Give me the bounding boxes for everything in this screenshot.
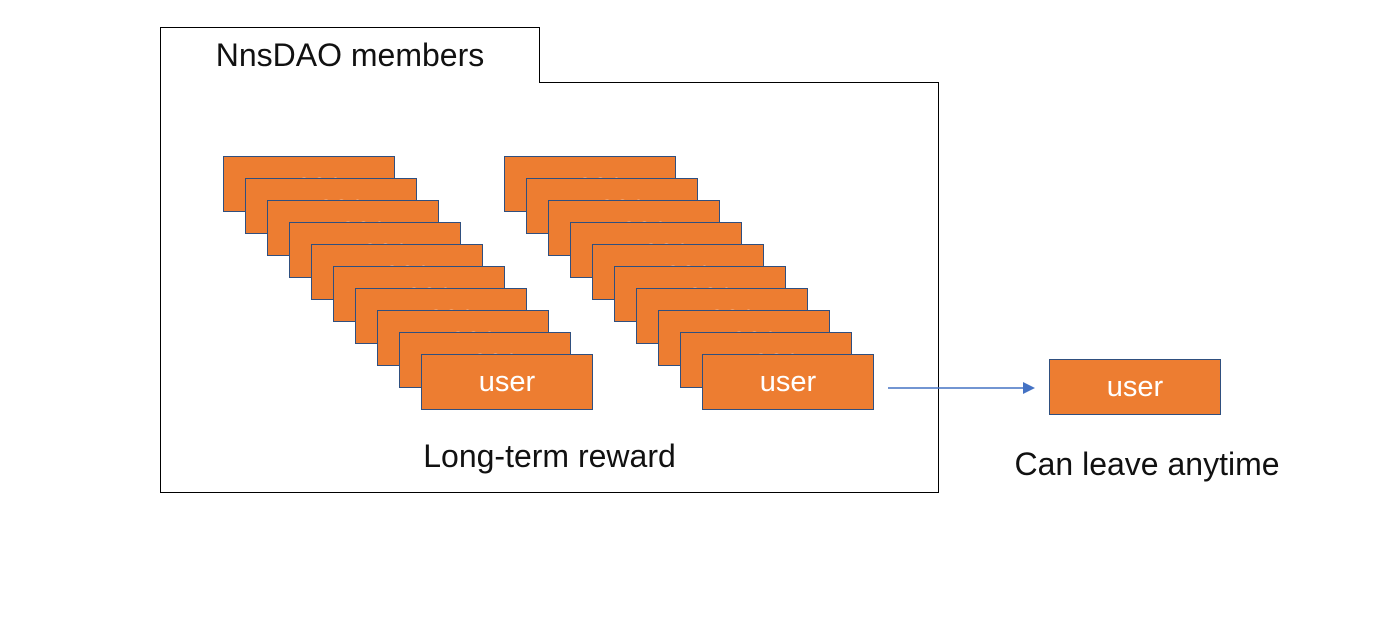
group-title: NnsDAO members bbox=[160, 27, 540, 83]
user-card: user bbox=[421, 354, 593, 410]
user-card-exit: user bbox=[1049, 359, 1221, 415]
exit-caption: Can leave anytime bbox=[1014, 446, 1280, 482]
arrow-head bbox=[1023, 382, 1035, 394]
leave-arrow bbox=[888, 382, 1035, 394]
members-frame bbox=[160, 82, 939, 493]
user-card: user bbox=[702, 354, 874, 410]
group-caption: Long-term reward bbox=[423, 438, 676, 474]
